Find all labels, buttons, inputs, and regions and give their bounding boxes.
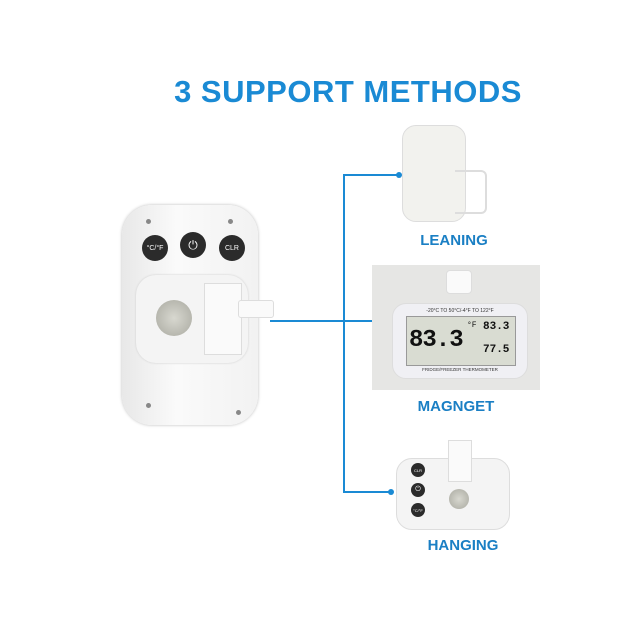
lcd-display: 83.3 °F 83.3 77.5 [406, 316, 516, 366]
hanger-tab [446, 270, 472, 294]
power-button[interactable]: ⏻ [180, 232, 206, 258]
clear-button: CLR [411, 463, 425, 477]
screw-icon [146, 219, 151, 224]
screw-icon [236, 410, 241, 415]
connector-dot [396, 172, 402, 178]
method-label-magnet: MAGNGET [417, 398, 495, 415]
power-button: ⏻ [411, 483, 425, 497]
hook-stand [204, 283, 242, 355]
unit-button: °C/°F [411, 503, 425, 517]
max-temp: 83.3 [483, 321, 510, 333]
thermometer-front: -20°C TO 50°C/-4°F TO 122°F 83.3 °F 83.3… [392, 303, 528, 379]
clear-button[interactable]: CLR [219, 235, 245, 261]
connector-line [343, 491, 391, 493]
hanging-hook [448, 440, 472, 482]
method-label-hanging: HANGING [427, 537, 499, 554]
connector-line [343, 320, 375, 322]
connector-line [270, 320, 344, 322]
min-temp: 77.5 [483, 344, 510, 356]
connector-dot [388, 489, 394, 495]
current-temp: 83.3 [409, 327, 464, 354]
unit-button[interactable]: °C/°F [142, 235, 168, 261]
hook-tab [238, 300, 274, 318]
range-text: -20°C TO 50°C/-4°F TO 122°F [426, 308, 494, 314]
screw-icon [146, 403, 151, 408]
connector-line [343, 175, 345, 493]
page-title: 3 SUPPORT METHODS [174, 74, 522, 109]
magnet [449, 489, 469, 509]
screw-icon [228, 219, 233, 224]
magnet [156, 300, 192, 336]
leaning-stand [455, 170, 487, 214]
unit-indicator: °F [467, 321, 477, 330]
method-label-leaning: LEANING [420, 232, 488, 249]
magnet-photo: -20°C TO 50°C/-4°F TO 122°F 83.3 °F 83.3… [372, 265, 540, 390]
device-caption: FRIDGE/FREEZER THERMOMETER [422, 367, 498, 372]
connector-line [343, 174, 399, 176]
